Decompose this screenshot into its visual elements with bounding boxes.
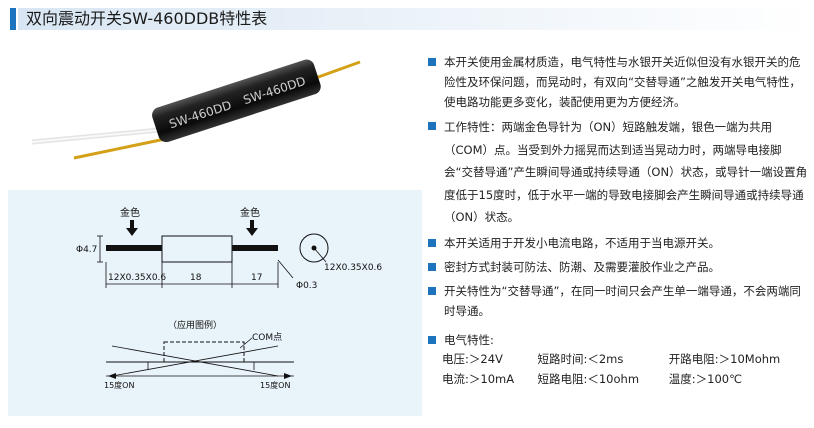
spec-short-resistance: 短路电阻:＜10ohm bbox=[537, 371, 640, 386]
dimension-b: 18 bbox=[190, 273, 202, 283]
dimension-c: 17 bbox=[251, 273, 262, 283]
gold-label-right: 金色 bbox=[240, 206, 260, 219]
feature-bullet-sealing: 密封方式封装可防法、防潮、及需要灌胶作业之产品。 bbox=[428, 257, 808, 277]
com-label: COM点 bbox=[252, 332, 282, 343]
switch-body-outline bbox=[161, 235, 233, 263]
header-accent-bar bbox=[10, 8, 16, 30]
spec-row: 电压:＞24V 短路时间:＜2ms 开路电阻:＞10Mohm bbox=[428, 349, 808, 369]
bullet-square-icon bbox=[428, 58, 436, 66]
lead-right bbox=[232, 245, 278, 251]
lead-diameter-label: Φ0.3 bbox=[296, 281, 317, 291]
feature-bullet-operation: 工作特性：两端金色导针为（ON）短路触发端，银色一端为共用（COM）点。当受到外… bbox=[428, 116, 808, 229]
dimension-a: 12X0.35X0.6 bbox=[108, 273, 166, 283]
spec-current: 电流:＞10mA bbox=[442, 371, 515, 386]
spec-voltage: 电压:＞24V bbox=[442, 351, 503, 366]
arrow-right bbox=[246, 220, 258, 236]
switch-body bbox=[152, 59, 321, 143]
diagram-panel: 金色 金色 Φ4.7 12X0.35X0.6 12X0.35X0.6 18 17… bbox=[8, 190, 422, 416]
spec-short-time: 短路时间:＜2ms bbox=[537, 351, 624, 366]
electrical-specs: 电气特性: 电压:＞24V 短路时间:＜2ms 开路电阻:＞10Mohm 电流:… bbox=[428, 331, 808, 389]
gold-lead-right bbox=[309, 60, 361, 82]
bullet-square-icon bbox=[428, 262, 436, 271]
electrical-title: 电气特性: bbox=[444, 332, 494, 347]
feature-list: 本开关使用金属材质造，电气特性与水银开关近似但没有水银开关的危险性及环保问题，而… bbox=[428, 52, 808, 389]
dimension-diagram: 金色 金色 Φ4.7 12X0.35X0.6 12X0.35X0.6 18 17… bbox=[76, 206, 382, 390]
lead-left bbox=[106, 245, 162, 251]
page-title: 双向震动开关SW-460DDB特性表 bbox=[26, 9, 268, 28]
diameter-label: Φ4.7 bbox=[76, 245, 97, 255]
feature-bullet-switching: 开关特性为“交替导通”，在同一时间只会产生单一端导通，不会两端同时导通。 bbox=[428, 281, 808, 321]
spec-row: 电流:＞10mA 短路电阻:＜10ohm 温度:＞100℃ bbox=[428, 369, 808, 389]
header-background bbox=[18, 8, 814, 30]
bullet-square-icon bbox=[428, 335, 436, 344]
bullet-square-icon bbox=[428, 122, 436, 130]
header: 双向震动开关SW-460DDB特性表 bbox=[0, 0, 814, 36]
gold-label-left: 金色 bbox=[120, 206, 140, 219]
application-label: （应用图例） bbox=[168, 319, 222, 331]
tilt-line-b bbox=[111, 345, 279, 377]
gold-lead-left bbox=[73, 136, 171, 160]
cross-section-label: 12X0.35X0.6 bbox=[324, 263, 382, 273]
spec-temperature: 温度:＞100℃ bbox=[668, 371, 743, 386]
spec-open-resistance: 开路电阻:＞10Mohm bbox=[668, 351, 781, 366]
angle-label-left: 15度ON bbox=[104, 380, 134, 390]
angle-label-right: 15度ON bbox=[260, 380, 290, 390]
product-photo: SW-460DD SW-460DD bbox=[31, 59, 361, 160]
bullet-square-icon bbox=[428, 286, 436, 295]
bullet-square-icon bbox=[428, 238, 436, 247]
feature-bullet-application: 本开关适用于开发小电流电路，不适用于当电源开关。 bbox=[428, 233, 808, 253]
feature-bullet-material: 本开关使用金属材质造，电气特性与水银开关近似但没有水银开关的危险性及环保问题，而… bbox=[428, 52, 808, 112]
cross-section-circle bbox=[299, 233, 329, 263]
arrow-left bbox=[126, 220, 138, 236]
